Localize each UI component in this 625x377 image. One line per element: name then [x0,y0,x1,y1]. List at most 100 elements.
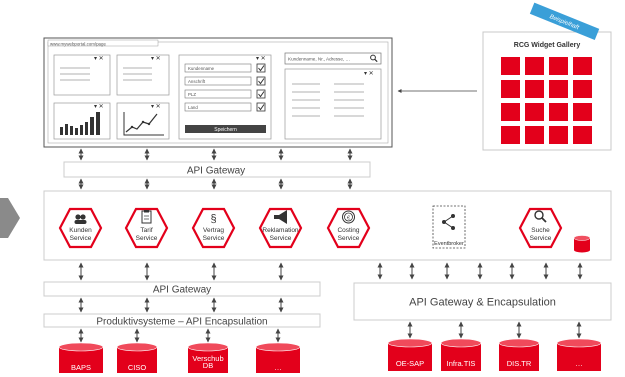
services-left-gateway-arrows [78,262,284,281]
database-infra-tis: Infra.TIS [440,338,482,371]
database-label: … [274,363,282,372]
service-label-line: Service [70,235,92,242]
widget-menu-icon: ▾ ✕ [94,56,104,62]
service-label-line: Service [270,235,292,242]
gateway-encapsulation-arrows [78,297,284,313]
left-arrow-shape [0,198,20,238]
widget-menu-icon: ▾ ✕ [151,56,161,62]
checkbox-icon[interactable] [256,89,266,99]
widget-search: Kundenname, Nr., Adresse, … ▾ ✕ [284,52,382,140]
form-field-label: Anschrift [188,79,206,84]
megaphone-icon [274,210,287,224]
database-more-left: … [255,342,301,373]
encapsulation-db-arrows-left [78,328,281,343]
database-oe-sap: OE-SAP [387,338,433,371]
search-icon[interactable] [370,54,376,61]
widget-menu-icon: ▾ ✕ [151,104,161,110]
service-label-line: Service [203,235,225,242]
service-label-line: Costing [337,227,359,234]
database-dis-tr: DIS.TR [498,338,540,371]
services-right-gateway-arrows [377,262,583,280]
api-gateway-top-label: API Gateway [187,166,245,177]
gateway-services-arrows [78,178,353,190]
save-button-label: Speichern [214,127,237,133]
service-label-line: Reklamation [262,227,299,234]
checkbox-icon[interactable] [256,102,266,112]
form-field-plz[interactable] [184,89,252,99]
api-gateway-encapsulation-right: API Gateway & Encapsulation [353,282,612,321]
database-ciso: CISO [116,342,158,373]
api-encapsulation-left: Produktivsysteme – API Encapsulation [43,313,321,328]
currency-icon [342,210,355,224]
widget-gallery: RCG Widget Gallery Beispielhaft [482,2,612,151]
service-label-line: Kunden [69,227,92,234]
database-baps: BAPS [58,342,104,373]
eventbroker-label: Eventbroker [434,241,464,247]
magnifier-icon [534,210,544,220]
form-field-anschrift[interactable] [184,76,252,86]
database-label: … [575,359,583,368]
service-label-line: Service [136,235,158,242]
api-gateway-top: API Gateway [63,161,371,178]
search-placeholder: Kundenname, Nr., Adresse, … [288,57,350,62]
encapsulation-db-arrows-right [407,321,582,339]
checkbox-icon[interactable] [256,63,266,73]
service-label-line: Vertrag [203,227,224,234]
save-button[interactable] [185,125,266,133]
database-label-line: Verschub [192,354,223,363]
database-label: Infra.TIS [447,359,476,368]
svg-text:€: € [347,215,350,221]
search-index-db-icon [573,235,591,253]
widget-menu-icon: ▾ ✕ [256,56,266,62]
widget-form: ▾ ✕ Kundenname Anschrift PLZ Land Speich… [178,54,272,140]
api-gateway-left-label: API Gateway [153,285,211,296]
database-label: OE-SAP [396,359,424,368]
widget-menu-icon: ▾ ✕ [364,71,374,77]
api-encapsulation-left-label: Produktivsysteme – API Encapsulation [96,317,267,328]
share-icon [442,214,455,230]
service-label-line: Service [338,235,360,242]
api-gateway-left: API Gateway [43,281,321,297]
database-label: DIS.TR [507,359,532,368]
service-label-line: Service [530,235,552,242]
service-label-line: Suche [531,227,550,234]
form-field-land[interactable] [184,102,252,112]
form-field-label: Kundenname [188,66,215,71]
gallery-tiles [501,57,592,144]
widget-text-1: ▾ ✕ [53,54,111,96]
checkbox-icon[interactable] [256,76,266,86]
paragraph-icon: § [210,213,216,225]
form-field-label: Land [188,105,198,110]
people-icon [75,214,81,220]
gallery-title: RCG Widget Gallery [514,42,581,49]
service-label-line: Tarif [140,227,152,234]
search-input[interactable] [284,52,382,65]
api-gateway-encapsulation-right-label: API Gateway & Encapsulation [409,297,556,309]
clipboard-icon [141,210,152,224]
widget-bar-chart: ▾ ✕ [53,102,111,140]
eventbroker: Eventbroker [432,205,466,249]
portal-url: www.mywebportal.com/page [50,41,106,46]
database-label-line: DB [203,361,213,370]
form-field-label: PLZ [188,92,196,97]
portal-gateway-arrows [78,148,353,161]
database-more-right: … [556,338,602,371]
widget-text-2: ▾ ✕ [116,54,170,96]
widget-line-chart: ▾ ✕ [116,102,170,140]
database-label: BAPS [71,363,91,372]
form-field-kundenname[interactable] [184,63,252,73]
database-label: CISO [128,363,147,372]
